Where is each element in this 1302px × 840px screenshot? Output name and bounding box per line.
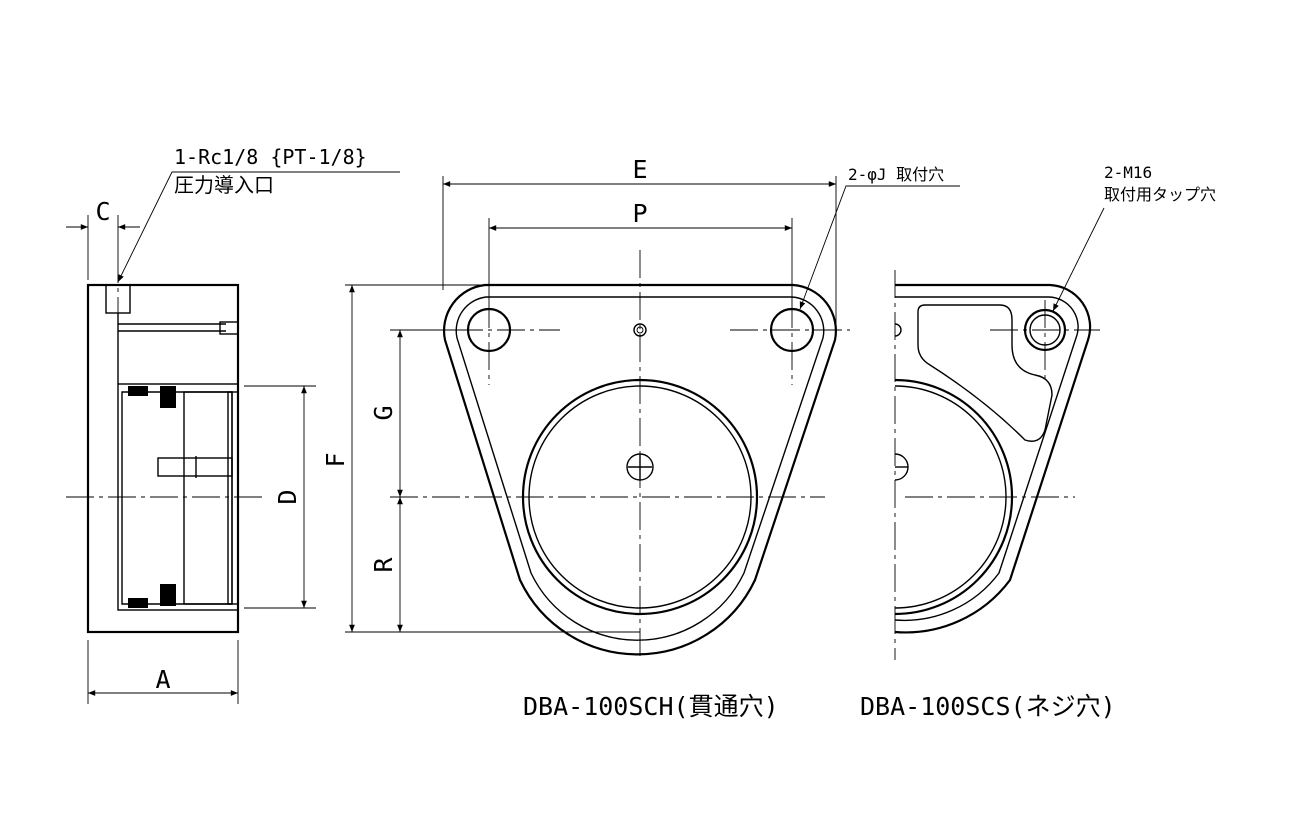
center-screw (157, 457, 233, 477)
dim-E: E (632, 155, 647, 184)
bracket-outline-half (895, 283, 1092, 634)
bracket-outline (442, 283, 837, 656)
dim-A: A (155, 665, 170, 694)
dim-P: P (632, 199, 647, 228)
dim-F: F (321, 452, 350, 467)
tap-spec-note: 2-M16 (1104, 163, 1152, 182)
front-view-scs: 2-M16 取付用タップ穴 DBA-100SCS(ネジ穴) (860, 163, 1216, 721)
seal-bot-b (160, 584, 176, 606)
port-name-note: 圧力導入口 (174, 173, 274, 197)
front-plate (183, 391, 233, 605)
tap-name-note: 取付用タップ穴 (1104, 185, 1216, 204)
tap-hole-leader (1052, 207, 1105, 312)
mount-hole-note: 2-φJ 取付穴 (848, 165, 944, 184)
relief-pocket (917, 304, 1053, 442)
dim-G: G (369, 405, 398, 420)
section-view: A C D 1-Rc1/8 {PT-1/8} 圧力導入口 (66, 145, 400, 704)
caption-through-hole: DBA-100SCH(貫通穴) (523, 692, 779, 721)
caption-screw-hole: DBA-100SCS(ネジ穴) (860, 692, 1116, 721)
front-view-sch: E P F G R 2-φJ 取付穴 DBA-100SCH(貫通穴) (321, 155, 960, 721)
seal-top-b (160, 386, 176, 408)
mount-hole-leader (799, 185, 960, 310)
port-spec-note: 1-Rc1/8 {PT-1/8} (174, 145, 367, 169)
port-leader (117, 171, 400, 283)
seal-top-a (128, 386, 148, 396)
piston (121, 391, 233, 605)
dim-D: D (273, 489, 302, 504)
seal-bot-a (128, 598, 148, 608)
dim-C: C (95, 197, 110, 226)
dim-R: R (369, 557, 398, 573)
